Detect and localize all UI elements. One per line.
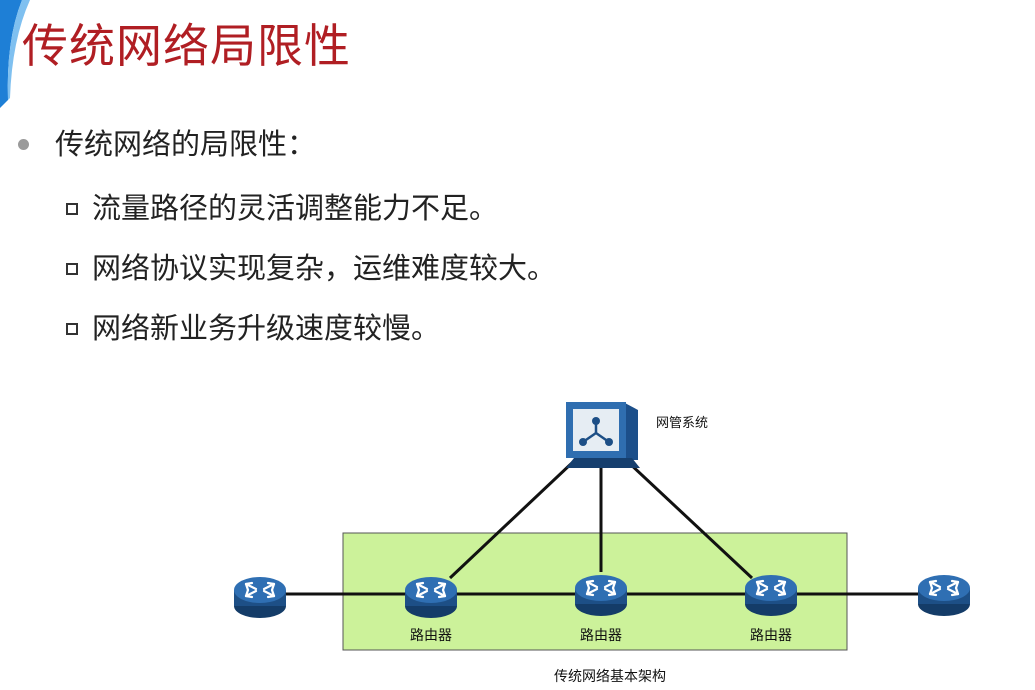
sub-bullet: 流量路径的灵活调整能力不足。 (66, 190, 498, 228)
router-icon (573, 573, 629, 618)
sub-bullet-text: 网络新业务升级速度较慢。 (92, 311, 441, 345)
main-bullet-text: 传统网络的局限性： (55, 127, 317, 161)
square-bullet-icon (66, 202, 78, 215)
router-label: 路由器 (580, 628, 622, 644)
bullet-dot-icon (18, 139, 29, 151)
sub-bullet: 网络新业务升级速度较慢。 (66, 310, 440, 348)
nms-computer-icon (566, 402, 640, 468)
sub-bullet: 网络协议实现复杂，运维难度较大。 (66, 250, 556, 288)
sub-bullet-text: 网络协议实现复杂，运维难度较大。 (92, 251, 557, 285)
sub-bullet-text: 流量路径的灵活调整能力不足。 (92, 191, 499, 225)
slide-title: 传统网络局限性 (22, 19, 351, 73)
router-icon (743, 573, 799, 618)
diagram-caption: 传统网络基本架构 (554, 668, 666, 685)
square-bullet-icon (66, 322, 78, 335)
corner-swoosh-decoration (0, 0, 30, 108)
router-icon (232, 575, 288, 620)
nms-label: 网管系统 (656, 416, 708, 431)
main-bullet: 传统网络的局限性： (16, 126, 316, 164)
router-icon (916, 573, 972, 618)
router-label: 路由器 (750, 628, 792, 644)
square-bullet-icon (66, 262, 78, 275)
router-label: 路由器 (410, 628, 452, 644)
router-icon (403, 575, 459, 620)
